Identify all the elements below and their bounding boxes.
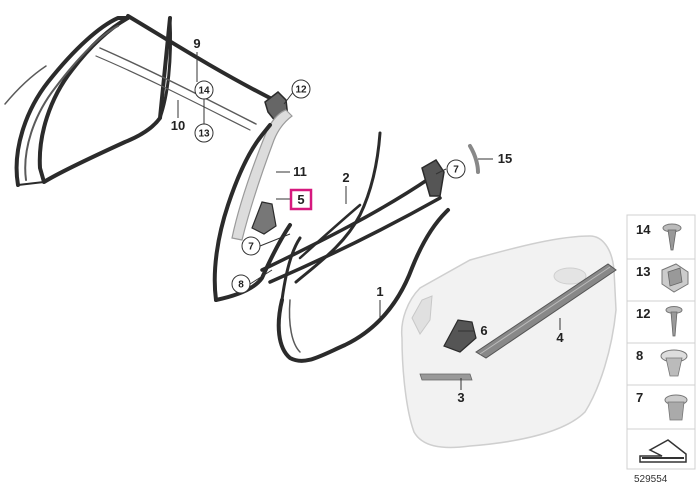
circle-callout-7a: 7 — [446, 159, 466, 179]
label-part-1: 1 — [376, 284, 383, 299]
svg-text:14: 14 — [198, 86, 210, 97]
circled-labels: 7 7 8 12 14 13 — [194, 79, 466, 294]
arrow-symbol-icon — [639, 439, 687, 463]
trim-strip-part — [231, 109, 293, 241]
circle-callout-13: 13 — [194, 123, 214, 143]
svg-text:7: 7 — [453, 165, 459, 176]
legend-label-14: 14 — [636, 222, 651, 237]
legend-label-13: 13 — [636, 264, 650, 279]
label-part-6: 6 — [480, 323, 487, 338]
clip-icon — [664, 394, 688, 421]
circle-callout-7b: 7 — [241, 236, 261, 256]
label-part-11: 11 — [293, 164, 307, 179]
svg-text:13: 13 — [198, 129, 210, 140]
circle-callout-14: 14 — [194, 80, 214, 100]
part-labels: 1 2 3 4 6 9 10 11 15 — [171, 36, 565, 405]
door-frame-seal — [212, 123, 445, 302]
label-part-9: 9 — [193, 36, 200, 51]
label-part-5: 5 — [297, 192, 304, 207]
screw-icon — [662, 223, 682, 251]
label-part-15: 15 — [498, 151, 512, 166]
legend-label-12: 12 — [636, 306, 650, 321]
leader-lines — [177, 52, 561, 390]
label-part-3: 3 — [457, 390, 464, 405]
label-part-4: 4 — [556, 330, 564, 345]
small-strip-part — [468, 144, 480, 174]
legend-label-7: 7 — [636, 390, 643, 405]
belt-strip-part — [475, 263, 617, 359]
label-part-10: 10 — [171, 118, 185, 133]
legend-label-8: 8 — [636, 348, 643, 363]
lower-strip-part — [419, 373, 473, 381]
diagram-number: 529554 — [634, 474, 668, 485]
highlight-part-5[interactable]: 5 — [289, 188, 313, 211]
svg-text:12: 12 — [295, 85, 307, 96]
push-rivet-icon — [660, 349, 688, 377]
fastener-legend: 14 13 12 8 7 — [626, 214, 696, 470]
highlight-box — [289, 188, 313, 211]
circle-callout-8: 8 — [231, 274, 251, 294]
mirror-triangle-trim — [251, 201, 277, 235]
roof-frame-seal — [4, 14, 284, 187]
small-trim-part — [443, 319, 477, 353]
svg-text:8: 8 — [238, 280, 244, 291]
clip-nut-icon — [661, 263, 689, 293]
pin-screw-icon — [665, 306, 683, 337]
circle-callout-12: 12 — [291, 79, 311, 99]
label-part-2: 2 — [342, 170, 349, 185]
svg-text:7: 7 — [248, 242, 254, 253]
door-seal — [276, 208, 450, 363]
